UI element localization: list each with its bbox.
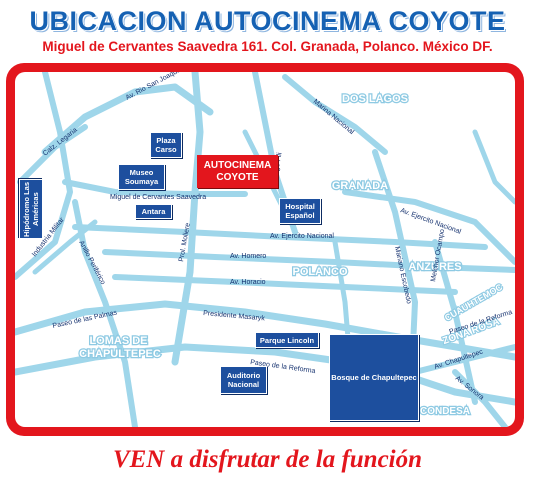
street-ejercito-1: Av. Ejercito Nacional xyxy=(270,233,334,240)
road-reforma xyxy=(15,343,515,406)
area-granada: GRANADA xyxy=(332,180,388,192)
road-rio-san-joaquin xyxy=(41,83,214,156)
landmark-museo-soumaya: Museo Soumaya xyxy=(118,164,165,190)
landmark-parque-lincoln: Parque Lincoln xyxy=(255,332,319,348)
street-homero: Av. Homero xyxy=(230,253,266,260)
area-polanco: POLANCO xyxy=(293,266,348,278)
road-sonora xyxy=(452,369,508,427)
road-chapultepec xyxy=(412,344,515,375)
landmark-auditorio: Auditorio Nacional xyxy=(220,366,267,394)
street-periferico: Anillo Periférico xyxy=(77,240,106,286)
map-area: DOS LAGOS GRANADA POLANCO ANZURES CUAUHT… xyxy=(15,72,515,427)
road-melchor xyxy=(432,239,478,405)
address-subtitle: Miguel de Cervantes Saavedra 161. Col. G… xyxy=(42,39,493,54)
tagline: VEN a disfrutar de la función xyxy=(112,446,423,473)
landmark-plaza-carso: Plaza Carso xyxy=(150,132,182,158)
road-homero xyxy=(102,249,515,273)
road-ejercito xyxy=(72,224,488,250)
road-granada-east xyxy=(472,129,515,205)
road-legaria xyxy=(17,124,88,185)
street-cervantes: Miguel de Cervantes Saavedra xyxy=(110,194,206,201)
landmark-bosque-chapultepec: Bosque de Chapultepec xyxy=(329,334,419,421)
area-condesa: CONDESA xyxy=(420,406,470,417)
landmark-hospital-espanol: Hospital Español xyxy=(279,198,321,224)
road-horacio xyxy=(112,274,458,295)
street-horacio: Av. Horacio xyxy=(230,279,266,286)
road-ejercito-east xyxy=(342,189,515,265)
landmark-hipodromo: Hipódromo Las Américas xyxy=(19,179,43,239)
road-cervantes xyxy=(62,179,248,197)
road-legaria-south xyxy=(15,72,73,280)
area-dos-lagos: DOS LAGOS xyxy=(342,93,408,105)
area-lomas: LOMAS DE CHAPULTEPEC xyxy=(79,335,161,360)
landmark-antara: Antara xyxy=(135,204,172,219)
area-anzures: ANZURES xyxy=(408,261,461,273)
area-lomas-line-2: CHAPULTEPEC xyxy=(79,348,161,360)
area-lomas-line-1: LOMAS DE xyxy=(89,335,147,347)
road-moliere xyxy=(171,72,204,366)
road-marina xyxy=(282,74,388,155)
road-industria xyxy=(32,219,98,275)
page-title: UBICACION AUTOCINEMA COYOTE xyxy=(29,6,506,36)
